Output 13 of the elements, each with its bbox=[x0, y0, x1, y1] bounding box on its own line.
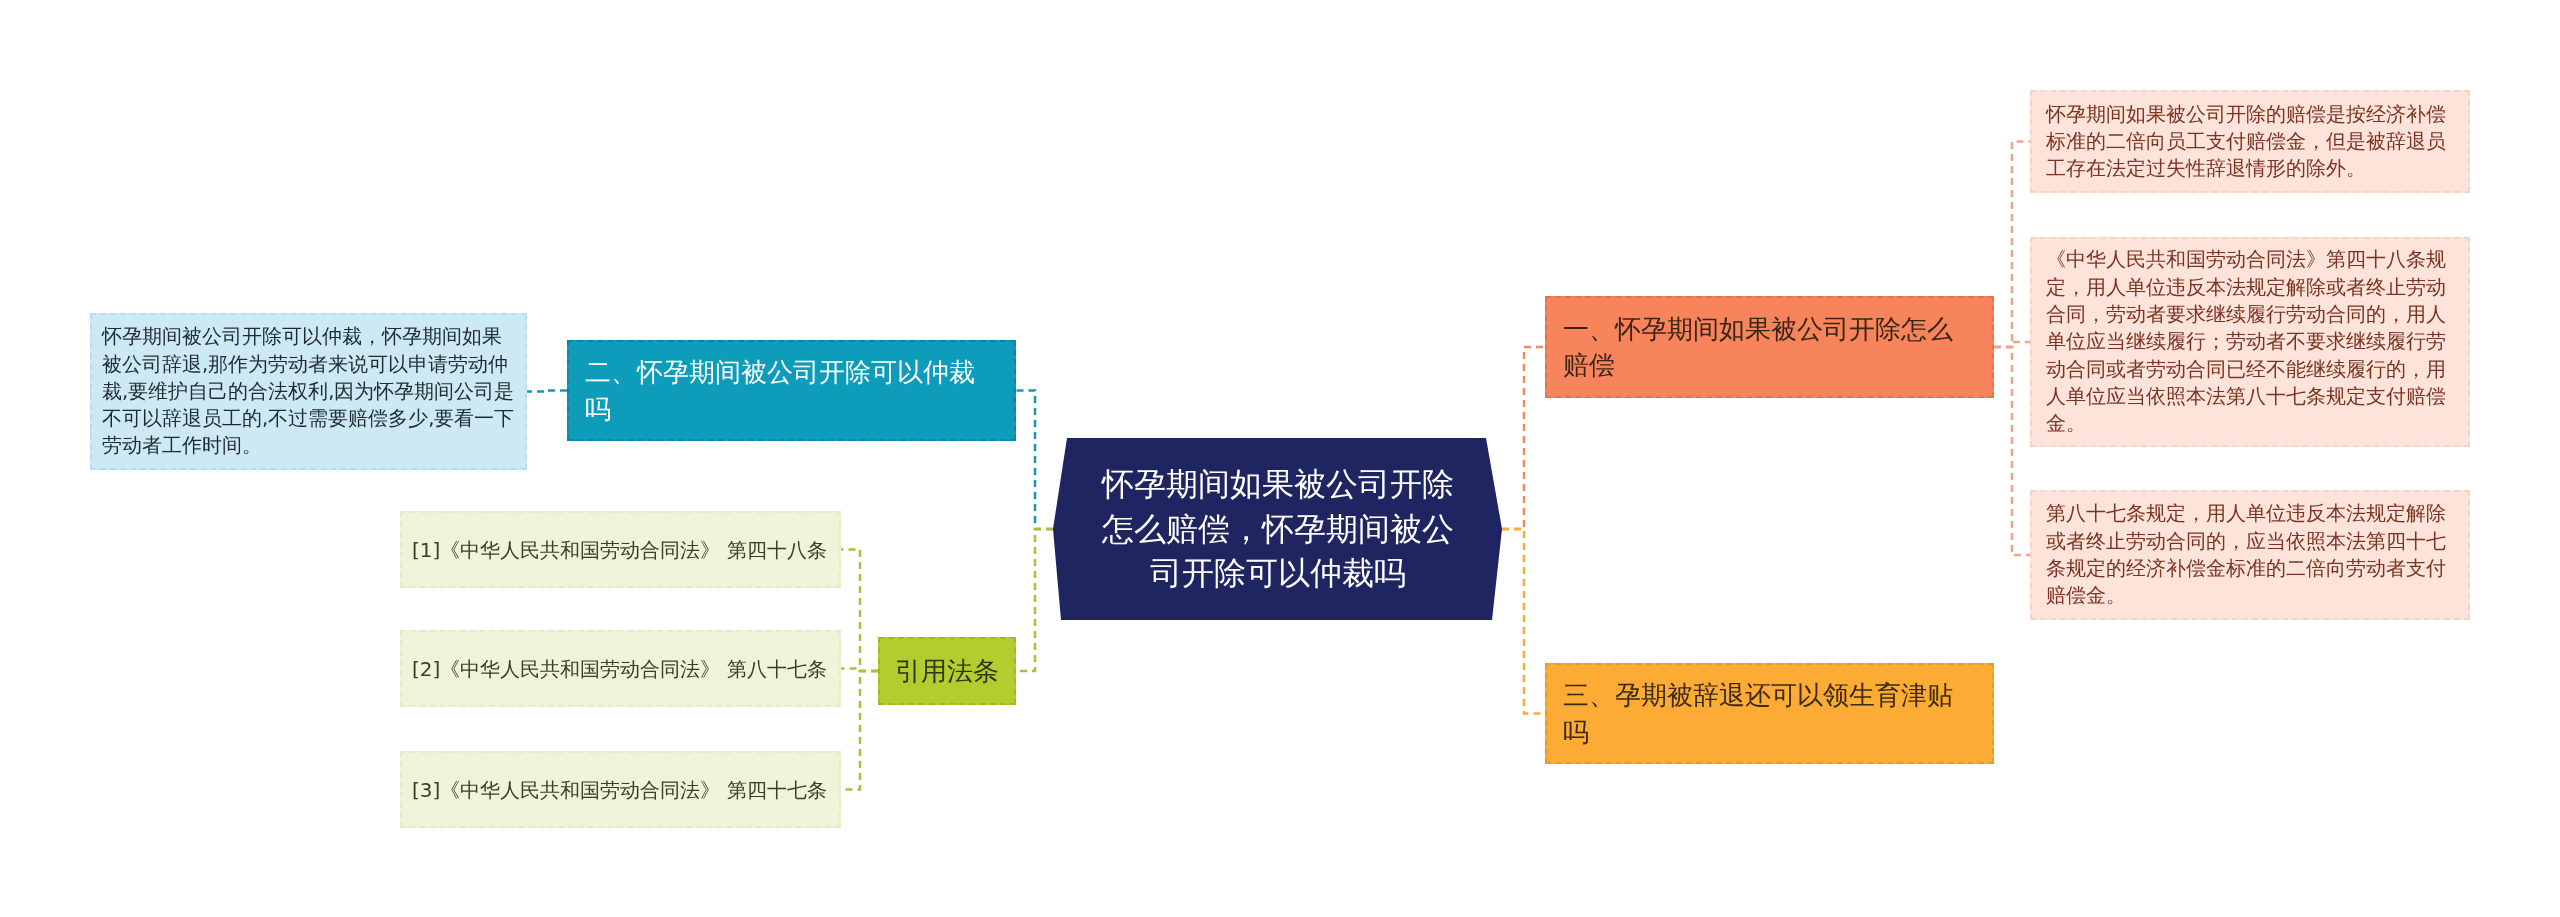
note-box: 第八十七条规定，用人单位违反本法规定解除或者终止劳动合同的，应当依照本法第四十七条规定的经济补偿金标准的二倍向劳动者支付赔偿金。 bbox=[2030, 490, 2470, 620]
reference-box: [1]《中华人民共和国劳动合同法》 第四十八条 bbox=[400, 511, 841, 588]
note-box: 《中华人民共和国劳动合同法》第四十八条规定，用人单位违反本法规定解除或者终止劳动合同，劳动者要求继续履行劳动合同的，用人单位应当继续履行；劳动者不要求继续履行劳动合同或者劳动合同已经不能继续履行的，用人单位应当依照本法第八十七条规定支付赔偿金。 bbox=[2030, 237, 2470, 447]
reference-box: [2]《中华人民共和国劳动合同法》 第八十七条 bbox=[400, 630, 841, 707]
connector bbox=[527, 389, 567, 393]
note-box: 怀孕期间如果被公司开除的赔偿是按经济补偿标准的二倍向员工支付赔偿金，但是被辞退员工存在法定过失性辞退情形的除外。 bbox=[2030, 90, 2470, 193]
reference-box: [3]《中华人民共和国劳动合同法》 第四十七条 bbox=[400, 751, 841, 828]
branch-box: 三、孕期被辞退还可以领生育津贴吗 bbox=[1545, 663, 1994, 764]
connector bbox=[1994, 345, 2030, 557]
branch-box: 二、怀孕期间被公司开除可以仲裁吗 bbox=[567, 340, 1016, 441]
note-box: 怀孕期间被公司开除可以仲裁，怀孕期间如果被公司辞退,那作为劳动者来说可以申请劳动仲裁,要维护自己的合法权利,因为怀孕期间公司是不可以辞退员工的,不过需要赔偿多少,要看一下劳动者工作时间。 bbox=[90, 313, 527, 470]
branch-box: 引用法条 bbox=[878, 637, 1016, 705]
branch-box: 一、怀孕期间如果被公司开除怎么赔偿 bbox=[1545, 296, 1994, 398]
